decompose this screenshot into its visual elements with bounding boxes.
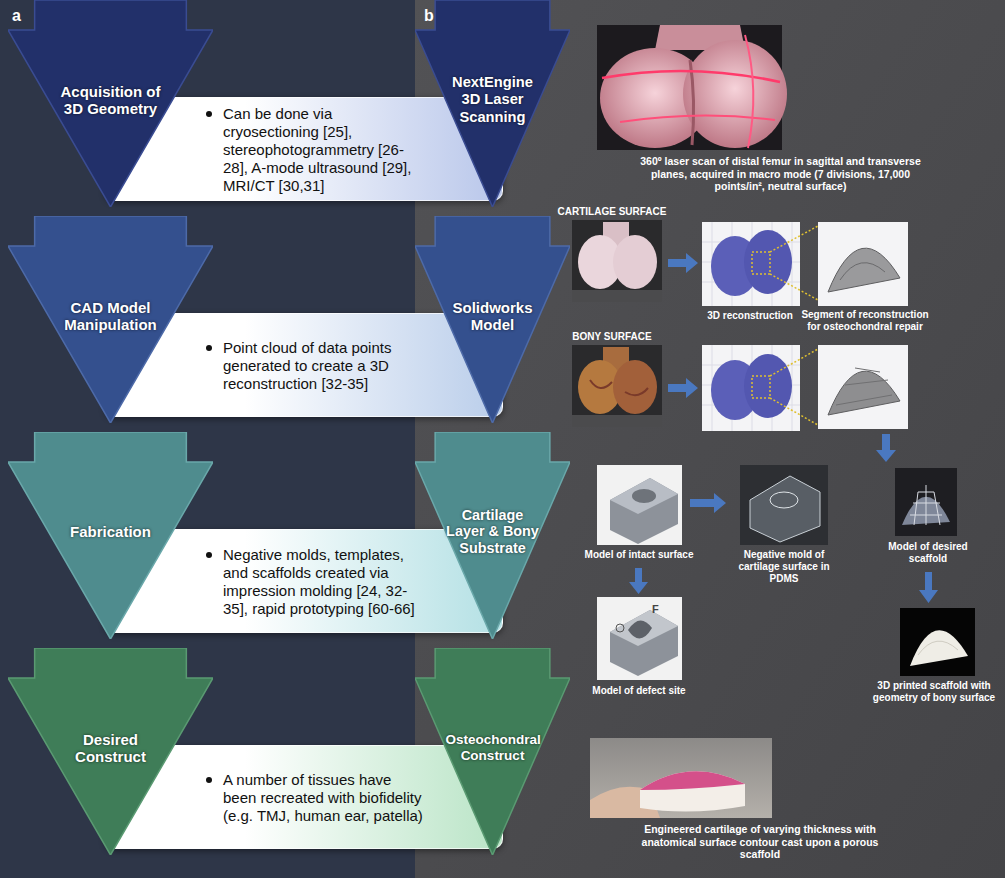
flow-arrow: Solidworks Model — [415, 216, 570, 423]
flow-arrow: Desired Construct — [8, 648, 213, 855]
box-text: Can be done via cryosectioning [25], ste… — [223, 105, 428, 195]
bony-photo — [572, 345, 662, 427]
arrow-label: Solidworks Model — [446, 299, 540, 334]
bullet-dot — [206, 777, 212, 783]
flow-arrow-small — [629, 568, 648, 594]
femur-scan-photo — [597, 25, 787, 150]
arrow-label: Fabrication — [61, 523, 161, 541]
pdms-mold-photo — [740, 465, 828, 545]
figure-caption: Negative mold of cartilage surface in PD… — [725, 549, 843, 585]
box-text: Negative molds, templates, and scaffolds… — [223, 546, 428, 618]
figure-caption: Model of intact surface — [583, 549, 695, 561]
figure-caption: 360º laser scan of distal femur in sagit… — [628, 155, 933, 193]
flow-arrow: Acquisition of 3D Geometry — [8, 0, 213, 207]
figure-caption: Engineered cartilage of varying thicknes… — [625, 823, 895, 861]
segment-render — [818, 222, 908, 306]
scaffold-model — [895, 468, 957, 536]
cad-model-defect — [597, 597, 682, 680]
arrow-label: NextEngine 3D Laser Scanning — [446, 74, 540, 126]
figure-caption: BONY SURFACE — [557, 331, 667, 343]
panel-b-ground — [415, 0, 1005, 878]
bullet-dot — [206, 111, 212, 117]
box-text: A number of tissues have been recreated … — [223, 771, 428, 825]
bullet-dot — [206, 345, 212, 351]
figure-caption: Segment of reconstruction for osteochond… — [800, 309, 930, 333]
chevron-arrow-outline — [415, 216, 570, 423]
reconstruction-render — [702, 222, 818, 306]
figure-caption: CARTILAGE SURFACE — [557, 206, 667, 218]
figure-caption: Model of defect site — [583, 685, 695, 697]
panel-letter: a — [12, 6, 36, 25]
arrow-label: Acquisition of 3D Geometry — [61, 83, 161, 118]
construct-photo — [590, 738, 772, 818]
flow-arrow: Fabrication — [8, 432, 213, 639]
figure-caption: 3D printed scaffold with geometry of bon… — [870, 680, 998, 704]
arrow-label: Desired Construct — [61, 731, 161, 766]
reconstruction-render — [702, 345, 818, 431]
flow-arrow: NextEngine 3D Laser Scanning — [415, 0, 570, 207]
flow-arrow: Osteochondral Construct — [415, 648, 570, 855]
figure-caption: 3D reconstruction — [700, 310, 800, 322]
flow-arrow-small — [919, 572, 938, 603]
flow-arrow-small — [668, 253, 698, 273]
model-engraving: F — [652, 603, 668, 616]
flow-arrow: CAD Model Manipulation — [8, 216, 213, 423]
flow-arrow-small — [690, 493, 726, 513]
arrow-label: CAD Model Manipulation — [61, 299, 161, 334]
box-text: Point cloud of data points generated to … — [223, 339, 428, 393]
arrow-label: Osteochondral Construct — [446, 732, 540, 764]
figure-caption: Model of desired scaffold — [880, 541, 976, 565]
arrow-label: Cartilage Layer & Bony Substrate — [446, 507, 540, 558]
flow-arrow-small — [876, 434, 896, 462]
chevron-arrow-outline — [415, 0, 570, 207]
printed-scaffold-photo — [900, 608, 975, 676]
flow-arrow: Cartilage Layer & Bony Substrate — [415, 432, 570, 639]
segment-render — [818, 345, 908, 429]
flow-arrow-small — [668, 378, 698, 398]
chevron-arrow-outline — [415, 648, 570, 855]
chevron-arrow-outline — [415, 432, 570, 639]
bullet-dot — [206, 552, 212, 558]
cad-model-intact — [597, 465, 682, 545]
cartilage-photo — [572, 220, 662, 302]
